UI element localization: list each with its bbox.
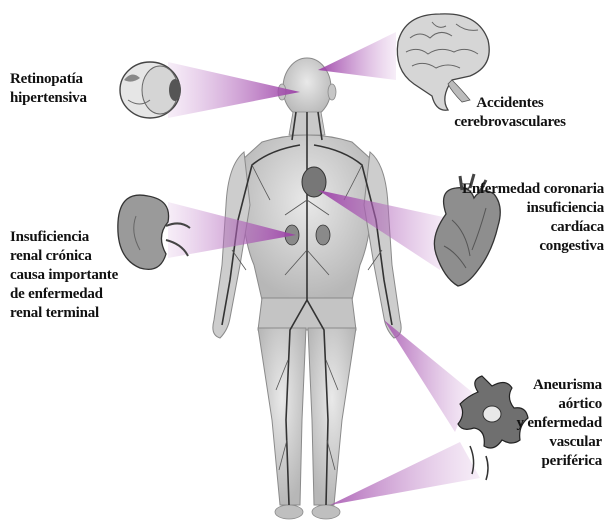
- label-retinopatia: Retinopatía hipertensiva: [10, 70, 87, 108]
- label-accidentes: Accidentes cerebrovasculares: [420, 94, 600, 132]
- beam-brain: [318, 32, 396, 80]
- beam-artery-upper: [384, 320, 472, 432]
- eye-icon: [120, 62, 181, 118]
- label-renal: Insuficiencia renal crónica causa import…: [10, 228, 118, 323]
- beam-eye: [168, 62, 300, 118]
- human-body-figure: [213, 58, 401, 519]
- label-coronaria: Enfermedad coronaria insuficiencia cardí…: [400, 180, 604, 256]
- label-aneurisma: Aneurisma aórtico y enfermedad vascular …: [480, 376, 602, 471]
- beam-artery-lower: [330, 442, 480, 505]
